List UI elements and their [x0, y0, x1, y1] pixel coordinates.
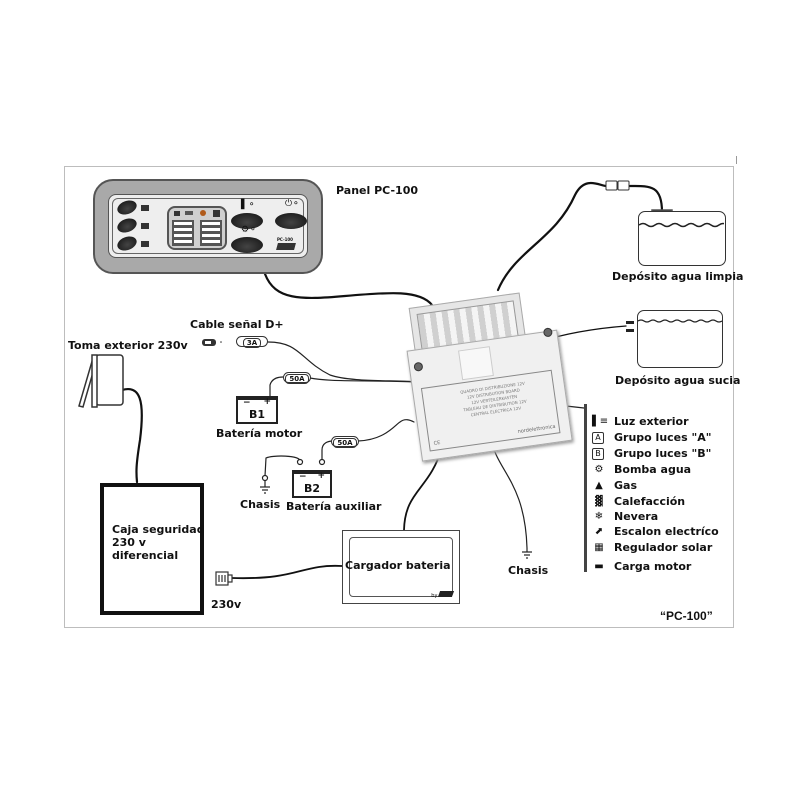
- fuse-50a-auxiliar: 50A: [331, 436, 359, 448]
- electric-step-icon: ⬈: [594, 526, 604, 537]
- wire-central-chasis: [490, 436, 528, 549]
- water-surface-wave: [639, 222, 724, 228]
- dirty-water-tank: [637, 310, 723, 368]
- panel-model-label: PC-100: [277, 237, 293, 242]
- screw-right: [542, 327, 553, 338]
- water-pump-icon: ⚙: [594, 464, 604, 475]
- charger-label: Cargador bateria: [345, 559, 451, 572]
- chasis-left-label: Chasis: [240, 498, 281, 511]
- panel-face: ▌⚬ ⏻⚬ ⚙⚬ PC-100: [108, 194, 308, 258]
- power-button[interactable]: [275, 213, 307, 229]
- bateria-motor-label: Batería motor: [216, 427, 303, 440]
- chasis-right-label: Chasis: [508, 564, 549, 577]
- wire-bateria-motor: [309, 377, 421, 383]
- toma-exterior-socket: [78, 354, 124, 408]
- display-level-column-right: [200, 220, 222, 246]
- safety-box-230v: Caja seguridad 230 v diferencial: [100, 483, 205, 615]
- clean-water-tank: [638, 211, 726, 266]
- unit-window: [458, 346, 494, 381]
- ground-icon-left: [260, 481, 270, 494]
- wire-cargador-plug: [231, 564, 343, 580]
- diagram-title: “PC-100”: [660, 609, 713, 623]
- battery-charger: Cargador bateria by: [342, 530, 460, 604]
- clean-tank-label: Depósito agua limpia: [612, 270, 744, 283]
- exterior-light-icon: ▌⚬: [241, 200, 256, 210]
- wire-panel-central: [263, 272, 434, 307]
- exterior-light-button[interactable]: [231, 213, 263, 229]
- terminal-b2-pos: [318, 458, 326, 466]
- fuse-50a-motor: 50A: [283, 372, 311, 384]
- display-level-column-left: [172, 220, 194, 246]
- fridge-icon: ❄: [594, 511, 604, 522]
- central-distribution-unit: QUADRO DI DISTRIBUZIONE 12V 12V DISTRIBU…: [400, 280, 573, 462]
- plug-230v-label: 230v: [211, 598, 242, 611]
- panel-label: Panel PC-100: [336, 184, 418, 197]
- terminal-chasis-left: [261, 474, 269, 482]
- display-solar-icon: [213, 210, 220, 217]
- corner-tick-mark: [736, 156, 737, 164]
- brand-logo: [276, 243, 296, 250]
- toma-exterior-label: Toma exterior 230v: [68, 339, 188, 352]
- battery-b1: − + B1: [236, 396, 278, 424]
- clean-tank-connector: [605, 180, 630, 191]
- display-tank-icon: [185, 211, 193, 215]
- gas-icon: ▲: [595, 480, 603, 491]
- terminal-b2-neg: [296, 458, 304, 466]
- unit-body: QUADRO DI DISTRIBUZIONE 12V 12V DISTRIBU…: [406, 327, 573, 462]
- water-pump-button[interactable]: [231, 237, 263, 253]
- water-surface-wave: [638, 319, 722, 323]
- engine-charge-icon: ▬: [594, 561, 604, 572]
- wire-bateria-aux: [357, 419, 415, 442]
- wire-b1-fuse: [269, 376, 284, 397]
- dirty-tank-inlets: [626, 321, 634, 332]
- ground-symbols: [260, 458, 532, 559]
- wire-toma-caja: [120, 387, 143, 484]
- dirty-tank-label: Depósito agua sucia: [615, 374, 741, 387]
- cable-senal-label: Cable señal D+: [190, 318, 284, 331]
- water-icon: [141, 241, 149, 247]
- power-icon: ⏻⚬: [285, 199, 300, 209]
- wire-clean-tank-sensor: [628, 184, 664, 214]
- bateria-auxiliar-label: Batería auxiliar: [286, 500, 382, 513]
- unit-label-plate: QUADRO DI DISTRIBUZIONE 12V 12V DISTRIBU…: [420, 369, 561, 452]
- battery-b2: − + B2: [292, 470, 332, 498]
- battery-b2-icon: [141, 223, 149, 229]
- diagram-frame: [64, 166, 734, 628]
- ce-mark: CE: [433, 439, 441, 447]
- group-a-icon: A: [592, 432, 604, 444]
- pump-icon: ⚙⚬: [241, 225, 257, 235]
- panel-display: [167, 206, 227, 250]
- safety-box-label: Caja seguridad 230 v diferencial: [112, 523, 205, 562]
- fuse-3a: 3A: [236, 336, 268, 348]
- exterior-light-icon: ▌≡: [592, 416, 609, 427]
- display-warning-icon: [200, 210, 206, 216]
- battery-b1-icon: [141, 205, 149, 211]
- screw-left: [413, 361, 424, 372]
- heating-icon: ▓: [595, 496, 603, 507]
- wire-central-clean-tank: [496, 181, 608, 292]
- plug-230v-icon: [215, 571, 233, 586]
- legend-bus-bar: [584, 404, 587, 572]
- display-battery-icon: [174, 211, 180, 216]
- ground-icon-right: [522, 548, 532, 559]
- unit-brand: nordelettronica: [517, 423, 556, 436]
- d-plus-connector-icon: [202, 339, 222, 346]
- solar-regulator-icon: ▦: [594, 542, 604, 553]
- control-panel-pc100: ▌⚬ ⏻⚬ ⚙⚬ PC-100: [93, 179, 323, 274]
- group-b-icon: B: [592, 448, 604, 460]
- charger-brand: by: [431, 591, 455, 599]
